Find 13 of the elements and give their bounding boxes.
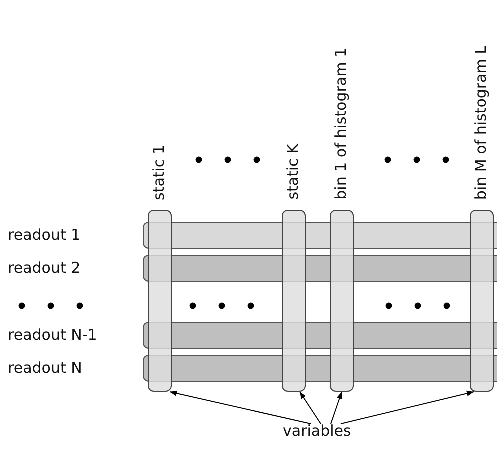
arrow [340,390,474,424]
axis-caption: variables [283,422,352,440]
arrow [170,390,312,424]
row-label: readout N-1 [8,326,98,344]
column-label: bin 1 of histogram 1 [331,48,351,200]
row-label: readout 2 [8,259,81,277]
row-label: readout N [8,359,82,377]
column-label: static 1 [149,144,169,200]
arrow [300,392,322,424]
arrow [330,392,342,424]
column-label: bin M of histogram L [471,46,491,200]
row-label: readout 1 [8,226,81,244]
column-label: static K [283,144,303,200]
